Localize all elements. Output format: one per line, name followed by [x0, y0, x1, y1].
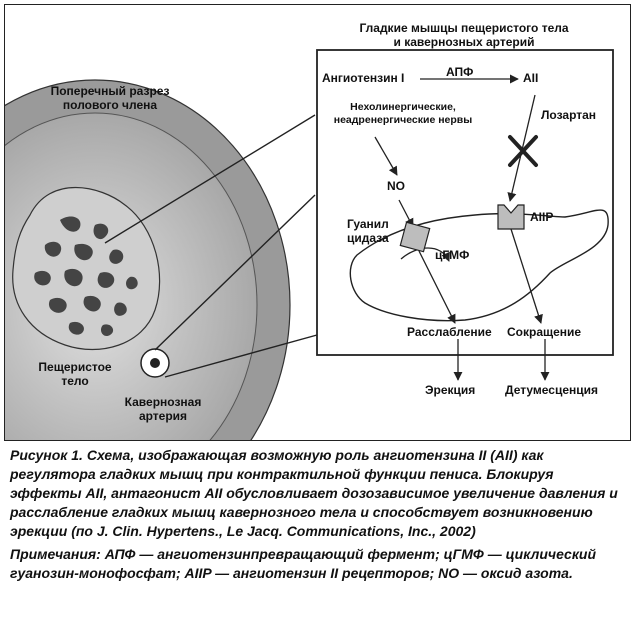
guanylate-cyclase-label: Гуанил цидаза — [347, 217, 389, 245]
cavernous-body-line1: Пещеристое — [38, 360, 112, 374]
arrow-no-to-guanylate — [398, 199, 414, 228]
relaxation-label: Расслабление — [407, 325, 492, 339]
cgmp-label: цГМФ — [435, 248, 470, 262]
caption-main: Рисунок 1. Схема, изображающая возможную… — [10, 447, 618, 539]
figure-caption: Рисунок 1. Схема, изображающая возможную… — [10, 446, 628, 583]
caption-notes: Примечания: АПФ — ангиотензинпревращающи… — [10, 546, 597, 581]
arrow-guanylate-to-relaxation — [418, 250, 456, 324]
nerves-line2: неадренергические нервы — [333, 114, 473, 126]
guanylate-line2: цидаза — [347, 231, 389, 245]
contraction-label: Сокращение — [507, 325, 582, 339]
losartan-block-x — [508, 135, 538, 167]
arrow-receptor-to-contraction — [510, 228, 543, 324]
aii-receptor-shape — [497, 204, 525, 230]
angiotensin-i-label: Ангиотензин I — [322, 71, 405, 85]
diagram-drawing — [5, 49, 614, 440]
cavernous-artery-label: Кавернозная артерия — [113, 395, 213, 423]
guanylate-cyclase-shape — [399, 221, 431, 253]
cavernous-artery — [140, 348, 170, 378]
inset-title-line2: и кавернозных артерий — [393, 35, 535, 49]
arrow-cgmp-cycle — [400, 247, 450, 262]
sinusoid-spaces — [34, 216, 138, 336]
guanylate-line1: Гуанил — [347, 217, 389, 231]
cavernous-body — [12, 186, 161, 351]
no-label: NO — [387, 179, 405, 193]
erection-label: Эрекция — [425, 383, 476, 397]
cavernous-artery-line2: артерия — [138, 409, 188, 423]
cavernous-body-line2: тело — [61, 374, 89, 388]
cavernous-artery-line1: Кавернозная — [124, 395, 202, 409]
aiir-label: AIIP — [530, 210, 554, 224]
ace-label: АПФ — [446, 65, 474, 79]
cross-section-label: Поперечный разрез полового члена — [30, 84, 190, 112]
losartan-label: Лозартан — [541, 108, 597, 122]
diagram-panel: Гладкие мышцы пещеристого тела и каверно… — [4, 4, 631, 441]
zoom-lines — [104, 114, 318, 378]
inset-title-line1: Гладкие мышцы пещеристого тела — [359, 21, 569, 35]
inset-title: Гладкие мышцы пещеристого тела и каверно… — [335, 21, 593, 49]
detumescence-label: Детумесценция — [505, 383, 599, 397]
arrow-nerves-to-no — [374, 136, 398, 176]
nerves-label: Нехолинергические, неадренергические нер… — [323, 101, 483, 127]
aii-label: AII — [523, 71, 539, 85]
cross-section-line2: полового члена — [62, 98, 158, 112]
nerves-line1: Нехолинергические, — [350, 101, 456, 113]
cavernous-body-label: Пещеристое тело — [25, 360, 125, 388]
cross-section-line1: Поперечный разрез — [50, 84, 170, 98]
